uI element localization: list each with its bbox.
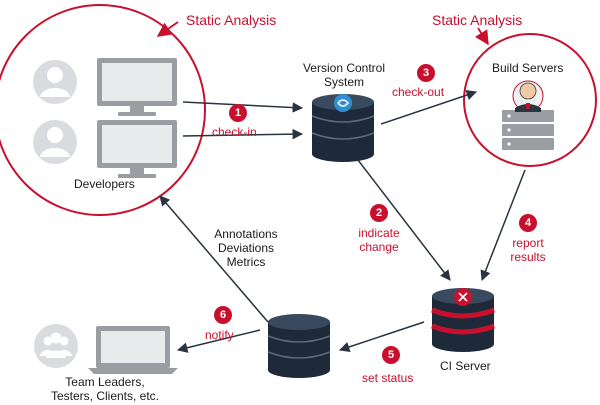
- step-label-line1: report: [512, 236, 544, 250]
- feedback-arrow: [159, 195, 269, 323]
- developer-avatar-icon: [33, 120, 77, 164]
- static-analysis-left-label: Static Analysis: [186, 12, 277, 28]
- build-servers-label: Build Servers: [492, 61, 564, 75]
- ci-server-database-icon: [431, 288, 495, 352]
- version-control-label: Version Control System: [290, 61, 398, 90]
- step-label: indicate change: [346, 226, 412, 255]
- ci-server-label: CI Server: [440, 359, 491, 373]
- step-label: notify: [205, 328, 234, 342]
- feedback-line3: Metrics: [226, 254, 266, 269]
- step-label: check-in: [212, 125, 257, 139]
- version-control-label-line2: System: [323, 74, 364, 89]
- team-label-line2: Testers, Clients, etc.: [50, 388, 160, 403]
- step-badge: 5: [382, 346, 400, 364]
- notify-arrow: [176, 329, 261, 353]
- step-label-line1: indicate: [358, 226, 400, 240]
- set-status-arrow: [339, 321, 425, 352]
- report-results-arrow: [480, 169, 526, 281]
- static-analysis-left-arrow: [156, 21, 179, 37]
- step-label: report results: [498, 236, 558, 265]
- step-badge: 6: [214, 306, 232, 324]
- version-control-database-icon: [311, 94, 375, 162]
- static-analysis-right-arrow: [475, 27, 489, 46]
- static-analysis-right-label: Static Analysis: [432, 12, 523, 28]
- feedback-line1: Annotations: [214, 227, 278, 241]
- step-badge: 1: [229, 104, 247, 122]
- team-laptop-icon: [88, 326, 178, 374]
- team-group-icon: [34, 324, 78, 368]
- step-badge: 2: [370, 204, 388, 222]
- check-in-arrow: [182, 128, 304, 140]
- indicate-change-arrow: [357, 159, 451, 281]
- feedback-label: Annotations Deviations Metrics: [196, 227, 296, 269]
- team-label-line1: Team Leaders,: [65, 375, 145, 389]
- step-label: check-out: [392, 85, 445, 99]
- jenkins-butler-icon: [512, 80, 544, 112]
- step-label-line2: results: [510, 249, 546, 264]
- step-label: set status: [362, 371, 414, 385]
- team-label: Team Leaders, Testers, Clients, etc.: [20, 375, 190, 404]
- developers-label: Developers: [74, 177, 135, 191]
- step-badge: 3: [417, 64, 435, 82]
- developer-monitor-icon: [97, 58, 177, 116]
- feedback-line2: Deviations: [217, 240, 275, 255]
- notification-database-icon: [267, 314, 331, 378]
- developer-avatar-icon: [33, 60, 77, 104]
- developer-monitor-icon: [97, 120, 177, 178]
- version-control-label-line1: Version Control: [302, 61, 386, 75]
- check-out-arrow: [380, 90, 477, 125]
- build-server-icon: [502, 110, 554, 150]
- step-label-line2: change: [359, 239, 399, 254]
- step-badge: 4: [519, 214, 537, 232]
